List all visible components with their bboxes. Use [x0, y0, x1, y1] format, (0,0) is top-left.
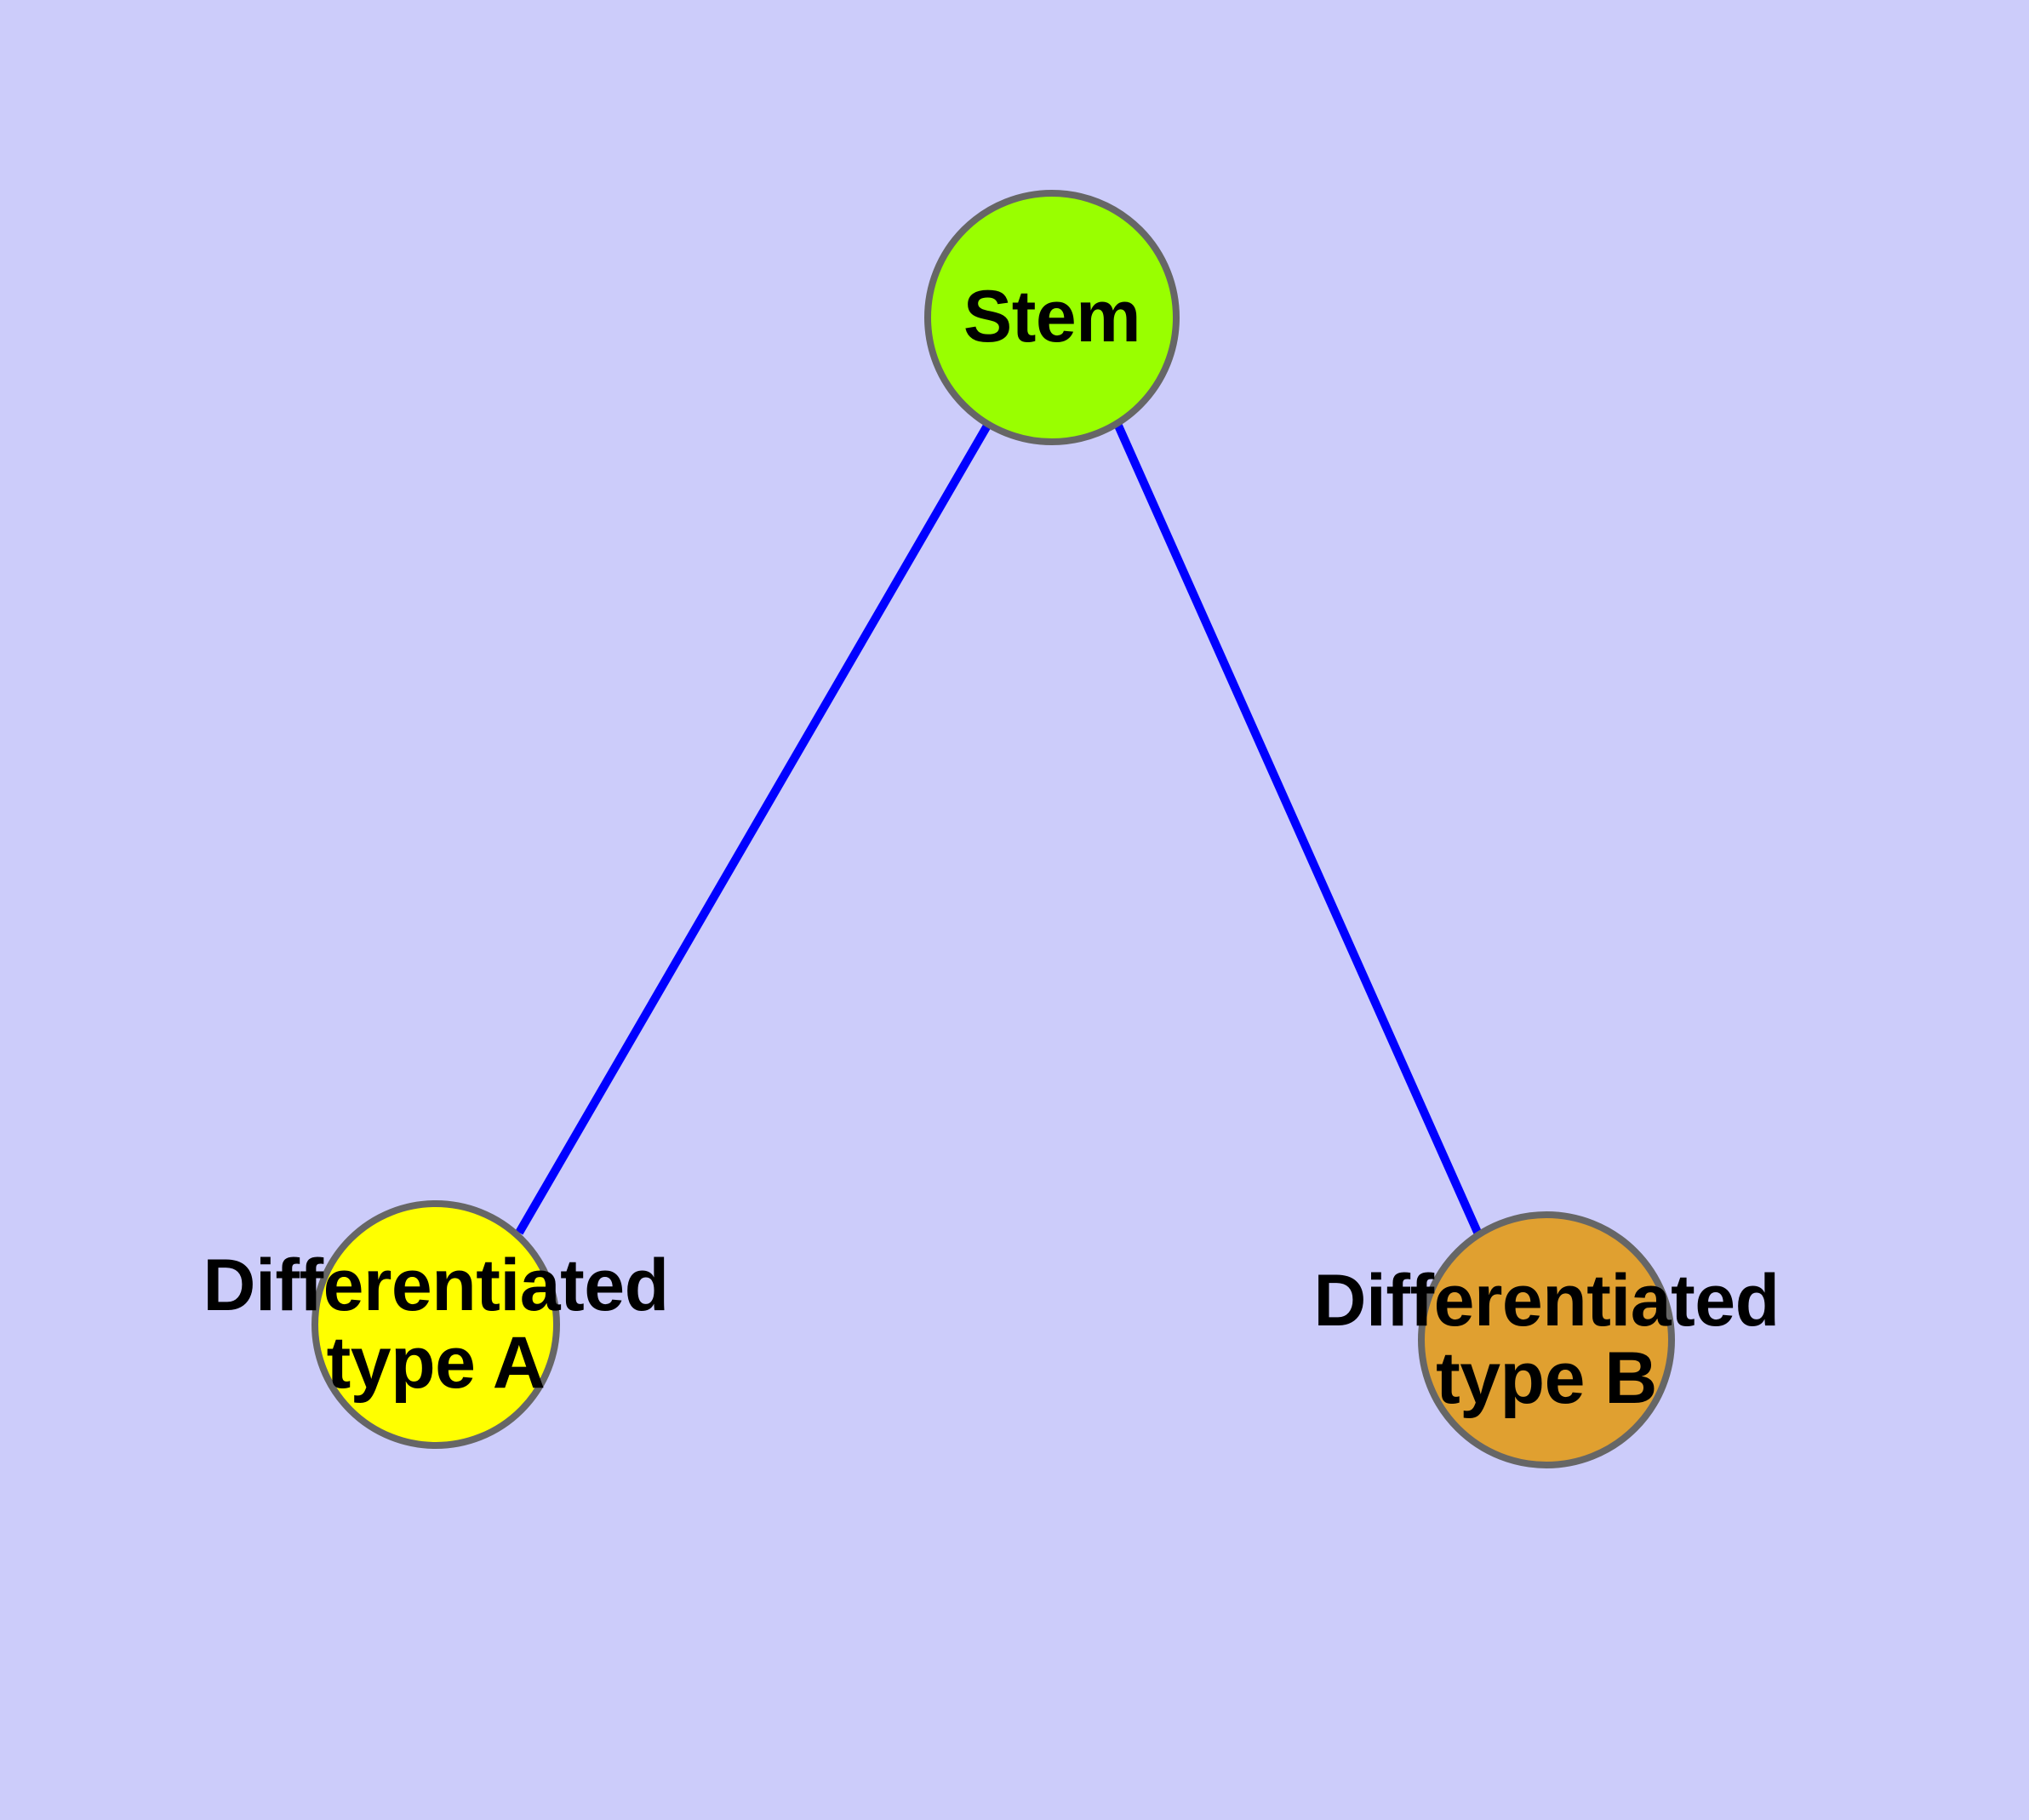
node-stem-label: Stem: [963, 276, 1141, 358]
edge-stem-diff_b: [1114, 423, 1483, 1239]
node-stem[interactable]: Stem: [916, 181, 1188, 454]
node-differentiated-type-a-label: Differentiated type A: [203, 1244, 669, 1404]
node-differentiated-type-a-label-line-2: type A: [326, 1322, 546, 1404]
node-differentiated-type-b-label: Differentiated type B: [1313, 1259, 1780, 1419]
node-differentiated-type-b-label-line-1: Differentiated: [1313, 1259, 1780, 1342]
node-differentiated-type-a-circle: [311, 1200, 560, 1449]
node-differentiated-type-a-label-line-1: Differentiated: [203, 1244, 669, 1326]
node-differentiated-type-b-circle: [1418, 1211, 1675, 1468]
node-differentiated-type-b[interactable]: Differentiated type B: [1223, 1204, 1870, 1476]
edge-stem-diff_a: [515, 423, 992, 1235]
node-stem-label-line-1: Stem: [963, 276, 1141, 358]
node-stem-circle: [924, 190, 1180, 445]
node-differentiated-type-a[interactable]: Differentiated type A: [112, 1188, 759, 1461]
node-differentiated-type-b-label-line-2: type B: [1436, 1337, 1657, 1419]
